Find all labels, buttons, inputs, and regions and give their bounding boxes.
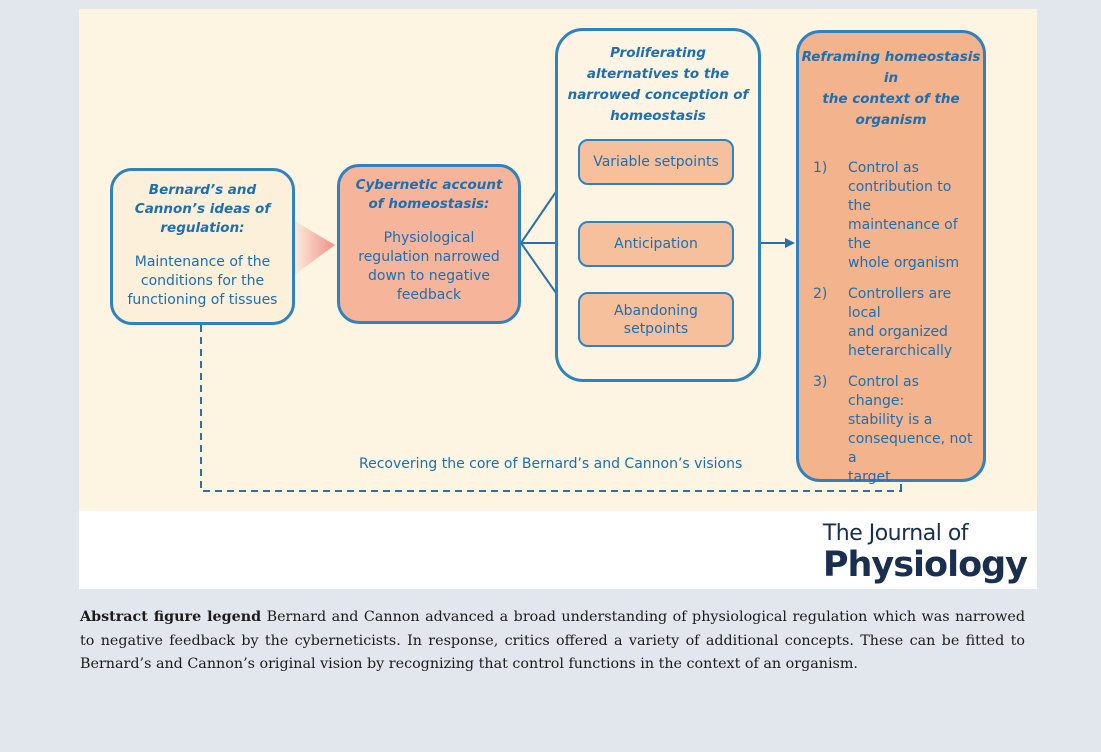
- reframing-point: 3) Control as change: stability is a con…: [813, 373, 975, 487]
- figure-panel: Bernard’s and Cannon’s ideas of regulati…: [79, 9, 1037, 589]
- anticipation-box: Anticipation: [578, 221, 734, 267]
- wedge-arrow: [291, 219, 335, 277]
- point-text: Controllers are local and organized hete…: [848, 286, 953, 359]
- point-text: Control as change: stability is a conseq…: [848, 374, 973, 485]
- abandoning-setpoints-box: Abandoning setpoints: [578, 292, 734, 347]
- journal-logo: The Journal of Physiology: [822, 521, 1028, 585]
- journal-logo-line2: Physiology: [822, 545, 1028, 585]
- reframing-box: Reframing homeostasis in the context of …: [796, 30, 986, 485]
- bernard-cannon-heading: Bernard’s and Cannon’s ideas of regulati…: [134, 182, 271, 236]
- journal-logo-line1: The Journal of: [822, 521, 969, 546]
- cybernetic-box: Cybernetic account of homeostasis: Physi…: [337, 164, 521, 324]
- reframing-point: 2) Controllers are local and organized h…: [813, 285, 975, 361]
- point-number: 2): [813, 286, 828, 302]
- diagram-canvas: Bernard’s and Cannon’s ideas of regulati…: [79, 9, 1037, 511]
- point-number: 3): [813, 374, 828, 390]
- bernard-cannon-box: Bernard’s and Cannon’s ideas of regulati…: [110, 168, 295, 325]
- point-number: 1): [813, 160, 828, 176]
- bernard-cannon-body: Maintenance of the conditions for the fu…: [127, 254, 278, 308]
- figure-legend: Abstract figure legend Bernard and Canno…: [80, 606, 1025, 677]
- cybernetic-body: Physiological regulation narrowed down t…: [358, 230, 500, 303]
- reframing-point: 1) Control as contribution to the mainte…: [813, 159, 975, 273]
- variable-setpoints-box: Variable setpoints: [578, 139, 734, 185]
- cybernetic-heading: Cybernetic account of homeostasis:: [355, 177, 503, 212]
- legend-label: Abstract figure legend: [80, 609, 262, 625]
- reframing-heading: Reframing homeostasis in the context of …: [801, 49, 981, 128]
- legend-text: Bernard and Cannon advanced a broad unde…: [80, 609, 1025, 672]
- recovery-caption: Recovering the core of Bernard’s and Can…: [359, 456, 743, 472]
- point-text: Control as contribution to the maintenan…: [848, 160, 960, 271]
- alternatives-heading: Proliferating alternatives to the narrow…: [567, 45, 749, 124]
